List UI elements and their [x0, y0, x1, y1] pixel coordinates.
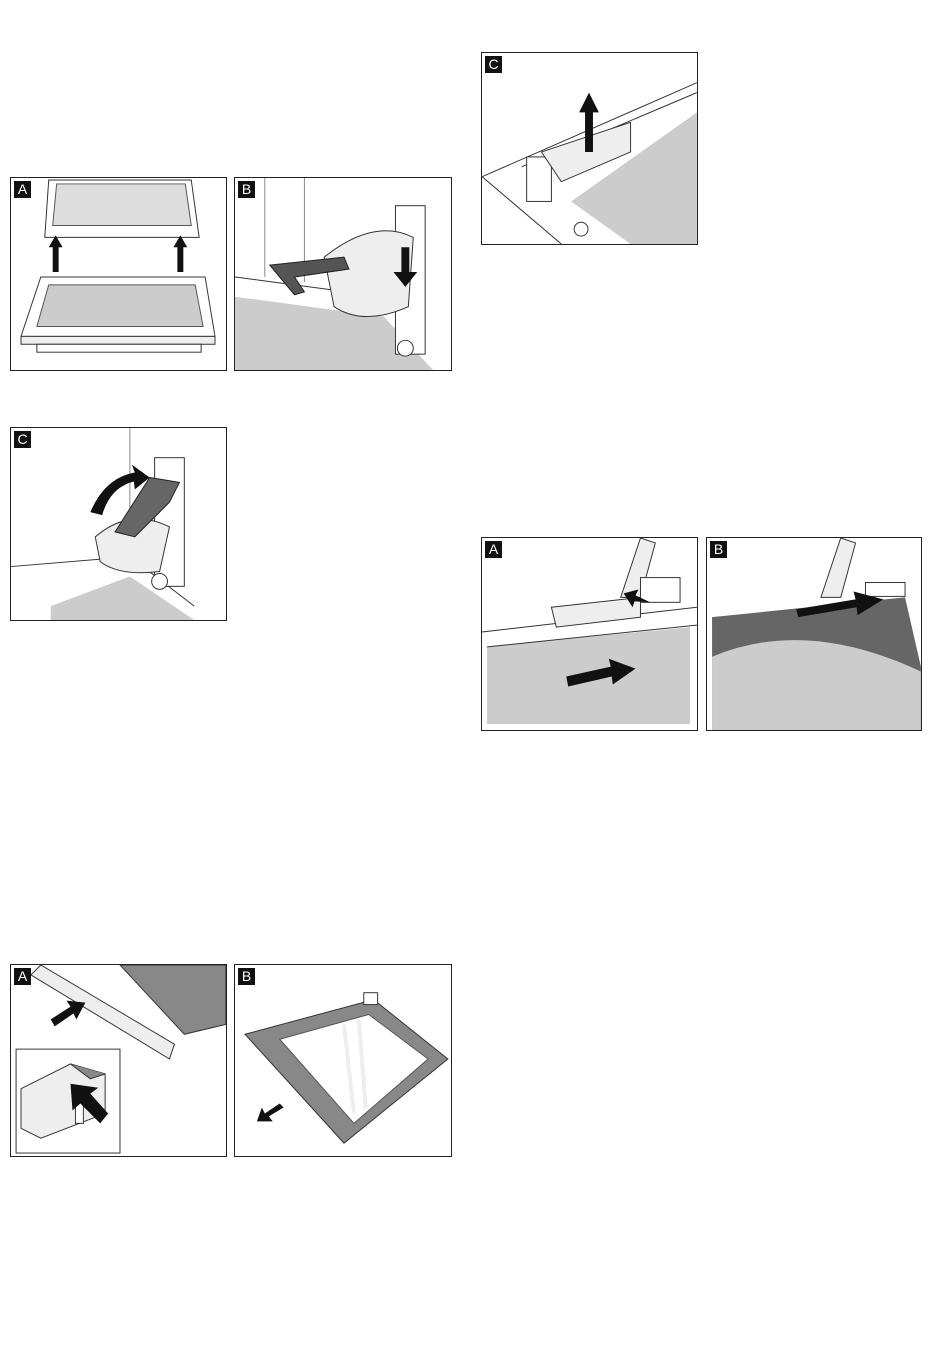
- illustration-door-lift-a: A: [10, 177, 227, 371]
- oven-door-illustration: [20, 179, 216, 353]
- door-illustration: [15, 965, 226, 1154]
- illustration-hinge-lever-b: B: [234, 177, 452, 371]
- panel-label: A: [14, 181, 31, 198]
- illustration-glass-release-a: A: [10, 964, 227, 1157]
- panel-label: B: [238, 968, 255, 985]
- hinge-illustration: [482, 538, 697, 725]
- panel-label: C: [485, 56, 502, 73]
- illustration-hinge-insert-b: B: [706, 537, 922, 731]
- panel-label: A: [14, 968, 31, 985]
- door-illustration: [244, 992, 449, 1144]
- panel-label: B: [238, 181, 255, 198]
- door-illustration: [712, 538, 921, 730]
- panel-label: B: [710, 541, 727, 558]
- hinge-illustration: [482, 82, 697, 244]
- illustration-hinge-insert-a: A: [481, 537, 698, 731]
- illustration-hinge-remove-c: C: [481, 52, 698, 245]
- hinge-illustration: [235, 178, 434, 370]
- illustration-glass-remove-b: B: [234, 964, 452, 1157]
- illustration-hinge-lever-c: C: [10, 427, 227, 621]
- hinge-illustration: [11, 428, 195, 620]
- panel-label: A: [485, 541, 502, 558]
- panel-label: C: [14, 431, 31, 448]
